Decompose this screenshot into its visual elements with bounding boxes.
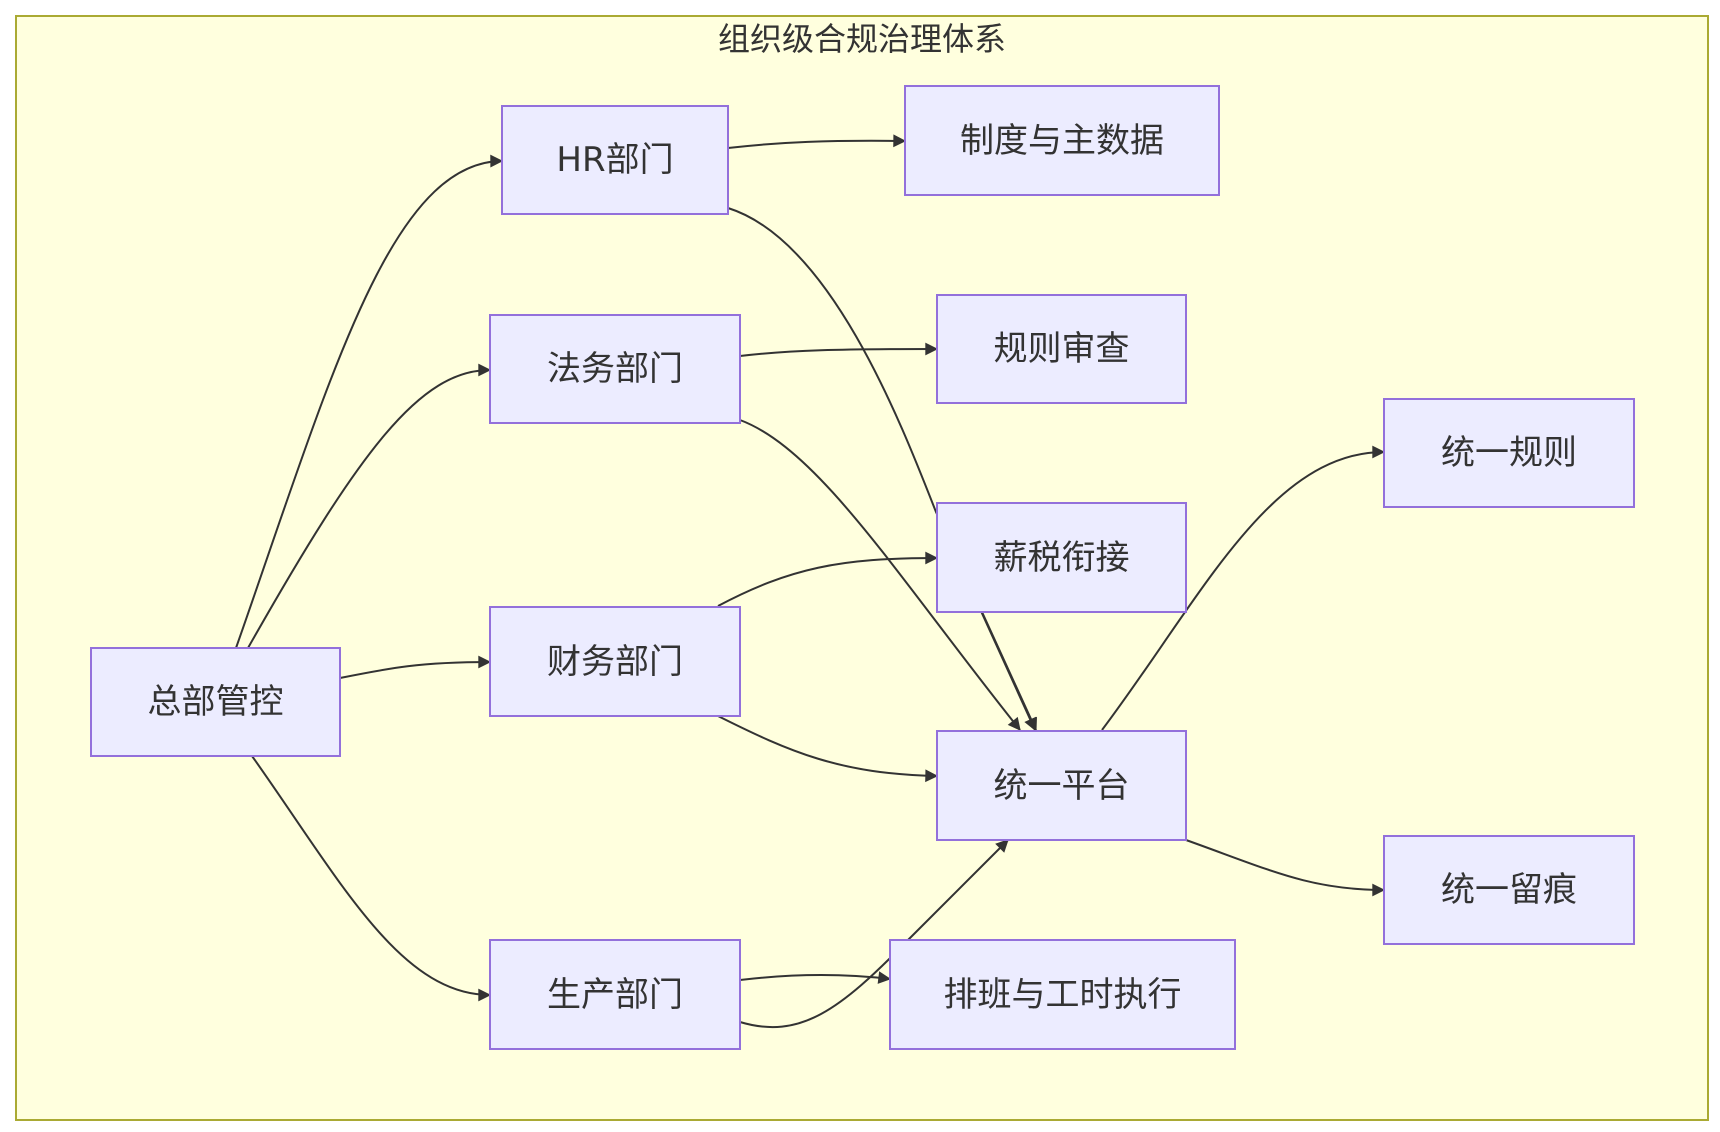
edge-hr-to-policy-master — [727, 134, 907, 149]
cluster-title: 组织级合规治理体系 — [718, 20, 1006, 58]
edge-production-to-scheduling — [739, 971, 892, 984]
node-hr: HR部门 — [501, 105, 729, 215]
edge-hq-to-production — [251, 755, 492, 1002]
edge-payroll-tax-to-platform — [981, 611, 1037, 732]
node-legal-label: 法务部门 — [547, 349, 683, 389]
node-legal: 法务部门 — [489, 314, 741, 424]
edge-platform-to-unified-trace — [1185, 839, 1386, 897]
node-payroll-tax: 薪税衔接 — [936, 502, 1187, 613]
edge-legal-to-rule-review — [739, 342, 939, 357]
cluster-frame — [15, 15, 1709, 1121]
node-scheduling-label: 排班与工时执行 — [944, 975, 1182, 1015]
node-rule-review-label: 规则审查 — [994, 329, 1130, 369]
node-unified-rules-label: 统一规则 — [1441, 433, 1577, 473]
node-unified-rules: 统一规则 — [1383, 398, 1635, 508]
node-hq: 总部管控 — [90, 647, 341, 757]
node-production-label: 生产部门 — [547, 975, 683, 1015]
edge-hq-to-hr — [235, 154, 504, 649]
cluster-compliance-governance: 组织级合规治理体系 — [15, 15, 1709, 1121]
edge-finance-to-platform — [717, 715, 939, 783]
node-scheduling: 排班与工时执行 — [889, 939, 1236, 1050]
edge-hq-to-legal — [247, 363, 492, 649]
node-unified-trace: 统一留痕 — [1383, 835, 1635, 945]
node-platform-label: 统一平台 — [994, 766, 1130, 806]
edge-legal-to-platform — [739, 419, 1021, 731]
edge-hr-to-platform — [727, 207, 1037, 732]
edge-platform-to-unified-rules — [1101, 445, 1386, 731]
node-policy-master-label: 制度与主数据 — [960, 121, 1164, 161]
node-platform: 统一平台 — [936, 730, 1187, 841]
node-policy-master: 制度与主数据 — [904, 85, 1220, 196]
node-hq-label: 总部管控 — [148, 682, 284, 722]
node-payroll-tax-label: 薪税衔接 — [994, 538, 1130, 578]
edges — [235, 134, 1386, 1029]
edge-hq-to-finance — [339, 655, 492, 679]
edge-finance-to-payroll-tax — [717, 551, 939, 607]
node-unified-trace-label: 统一留痕 — [1441, 870, 1577, 910]
node-hr-label: HR部门 — [556, 140, 673, 180]
node-production: 生产部门 — [489, 939, 741, 1050]
node-finance-label: 财务部门 — [547, 642, 683, 682]
node-finance: 财务部门 — [489, 606, 741, 717]
node-rule-review: 规则审查 — [936, 294, 1187, 404]
